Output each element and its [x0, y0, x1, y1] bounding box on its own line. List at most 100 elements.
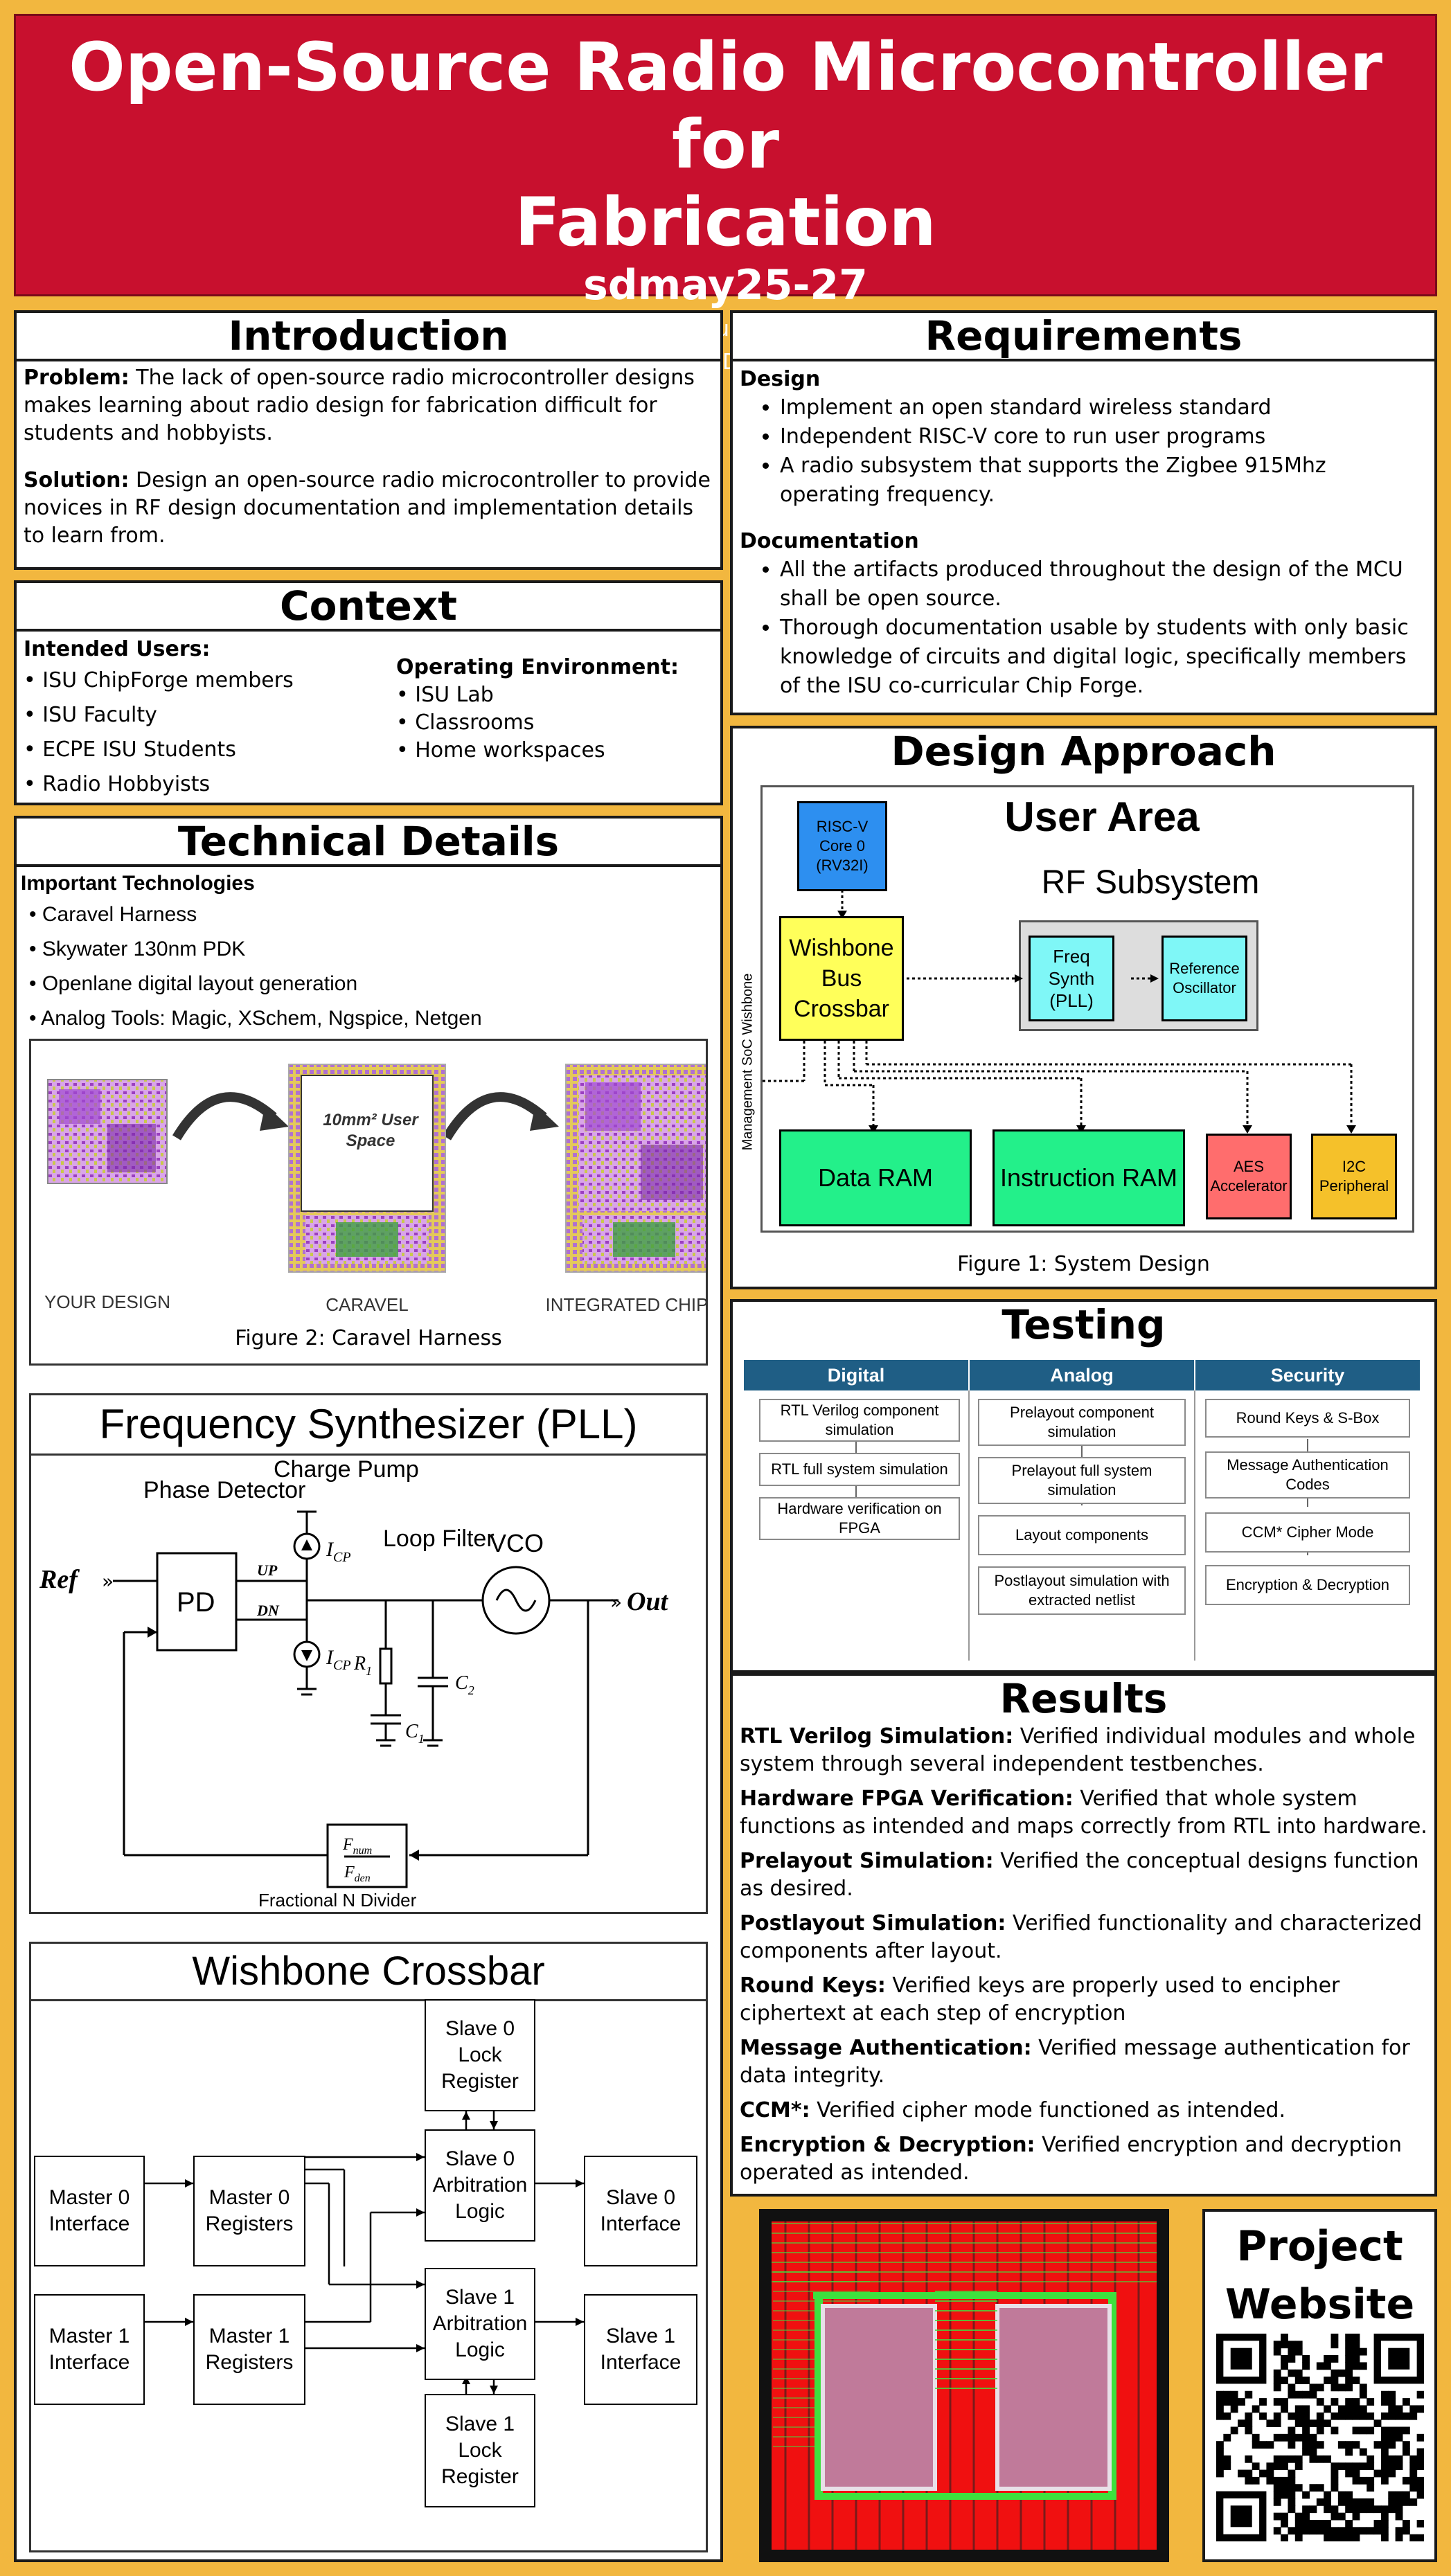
list-item: • Openlane digital layout generation	[29, 972, 358, 995]
svg-text:C1: C1	[405, 1721, 425, 1746]
pll-ref-label: Ref	[39, 1565, 80, 1594]
mgmt-soc-label: Management SoC Wishbone	[740, 973, 756, 1151]
instruction-ram-block: Instruction RAM	[992, 1129, 1185, 1226]
data-ram-block: Data RAM	[779, 1129, 972, 1226]
tech-list: • Caravel Harness • Skywater 130nm PDK •…	[21, 897, 482, 1036]
wishbone-title: Wishbone Crossbar	[31, 1944, 706, 2001]
list-item: • Classrooms	[396, 710, 535, 735]
slave1-arbitration: Slave 1 Arbitration Logic	[425, 2268, 535, 2380]
test-digital-1: RTL Verilog component simulation	[759, 1399, 960, 1442]
testing-panel: Testing Digital Analog Security RTL Veri…	[730, 1299, 1437, 1673]
requirements-panel: Requirements Design Implement an open st…	[730, 310, 1437, 715]
list-item: • ISU Faculty	[24, 703, 157, 727]
context-panel: Context Intended Users: • ISU ChipForge …	[14, 580, 723, 805]
list-item: Implement an open standard wireless stan…	[780, 393, 1427, 422]
list-item: • ECPE ISU Students	[24, 737, 236, 762]
icp-bottom-label: ICP	[326, 1646, 351, 1673]
label-your-design: YOUR DESIGN	[44, 1291, 171, 1312]
integrated-chip	[565, 1064, 706, 1273]
svg-text:»: »	[102, 1570, 114, 1593]
test-analog-2: Prelayout full system simulation	[978, 1457, 1186, 1504]
list-item: A radio subsystem that supports the Zigb…	[780, 451, 1427, 510]
list-item: • Caravel Harness	[29, 903, 197, 926]
master1-registers: Master 1 Registers	[193, 2294, 305, 2405]
svg-text:»: »	[610, 1591, 622, 1613]
wishbone-bus-block: Wishbone Bus Crossbar	[779, 916, 904, 1041]
figure1-caption: Figure 1: System Design	[957, 1252, 1210, 1276]
poster-title-line1: Open-Source Radio Microcontroller for	[69, 28, 1382, 184]
svg-text:DN: DN	[256, 1602, 280, 1619]
svg-text:Fden: Fden	[344, 1863, 371, 1884]
solution-statement: Solution: Design an open-source radio mi…	[24, 468, 711, 548]
user-space-label: 10mm² User Space	[323, 1111, 418, 1150]
project-website-panel: Project Website	[1202, 2209, 1437, 2562]
results-panel: Results RTL Verilog Simulation: Verified…	[730, 1673, 1437, 2197]
pll-figure: Frequency Synthesizer (PLL)	[29, 1393, 708, 1914]
list-item: • ISU Lab	[396, 683, 494, 707]
results-title: Results	[999, 1675, 1168, 1722]
svg-text:Fnum: Fnum	[342, 1836, 372, 1857]
result-item: Prelayout Simulation: Verified the conce…	[740, 1849, 1419, 1901]
testing-header-analog: Analog	[970, 1360, 1194, 1390]
list-item: • Radio Hobbyists	[24, 772, 211, 796]
master1-interface: Master 1 Interface	[34, 2294, 145, 2405]
users-heading: Intended Users:	[24, 637, 211, 661]
reference-oscillator-block: Reference Oscillator	[1161, 936, 1247, 1021]
icp-top-label: ICP	[326, 1538, 351, 1565]
svg-text:R1: R1	[353, 1653, 372, 1678]
test-security-3: CCM* Cipher Mode	[1205, 1512, 1410, 1553]
problem-statement: Problem: The lack of open-source radio m…	[24, 366, 695, 445]
result-item: Round Keys: Verified keys are properly u…	[740, 1974, 1340, 2025]
caravel-chip	[288, 1064, 446, 1273]
users-list: • ISU ChipForge members • ISU Faculty • …	[24, 663, 370, 802]
design-approach-title: Design Approach	[891, 728, 1276, 775]
svg-text:UP: UP	[257, 1562, 278, 1579]
divider-label: Fractional N Divider	[258, 1890, 417, 1911]
caravel-illustration	[47, 1064, 706, 1273]
design-heading: Design	[740, 367, 821, 391]
pd-label: PD	[177, 1587, 215, 1618]
technical-title: Technical Details	[17, 819, 720, 867]
label-caravel: CARAVEL	[326, 1294, 409, 1315]
test-analog-4: Postlayout simulation with extracted net…	[978, 1566, 1186, 1615]
test-analog-3: Layout components	[978, 1515, 1186, 1555]
env-list: • ISU Lab • Classrooms • Home workspaces	[396, 681, 715, 764]
vco-label: VCO	[490, 1529, 544, 1557]
technical-panel: Technical Details Important Technologies…	[14, 816, 723, 2562]
result-item: Message Authentication: Verified message…	[740, 2036, 1410, 2088]
figure2-caption: Figure 2: Caravel Harness	[235, 1326, 502, 1350]
test-security-4: Encryption & Decryption	[1205, 1565, 1410, 1605]
introduction-title: Introduction	[17, 313, 720, 361]
result-item: CCM*: Verified cipher mode functioned as…	[740, 2098, 1285, 2122]
charge-pump-label: Charge Pump	[274, 1456, 419, 1483]
user-area-box: User Area RF Subsystem	[760, 785, 1414, 1233]
test-digital-3: Hardware verification on FPGA	[759, 1497, 960, 1540]
pll-title: Frequency Synthesizer (PLL)	[31, 1395, 706, 1456]
result-item: Hardware FPGA Verification: Verified tha…	[740, 1787, 1427, 1839]
qr-code-icon[interactable]	[1216, 2334, 1424, 2541]
user-area-label: User Area	[1004, 794, 1200, 840]
your-design-chip	[47, 1079, 168, 1184]
documentation-list: All the artifacts produced throughout th…	[740, 555, 1427, 701]
design-approach-panel: Design Approach User Area RF Subsystem	[730, 726, 1437, 1289]
tech-heading: Important Technologies	[21, 872, 255, 895]
test-security-1: Round Keys & S-Box	[1205, 1399, 1410, 1438]
loop-filter-label: Loop Filter	[383, 1526, 495, 1552]
documentation-heading: Documentation	[740, 529, 919, 553]
list-item: Thorough documentation usable by student…	[780, 614, 1427, 701]
list-item: • Analog Tools: Magic, XSchem, Ngspice, …	[29, 1007, 482, 1030]
list-item: • ISU ChipForge members	[24, 668, 294, 692]
testing-header-security: Security	[1195, 1360, 1420, 1390]
introduction-panel: Introduction Problem: The lack of open-s…	[14, 310, 723, 570]
slave0-interface: Slave 0 Interface	[584, 2156, 697, 2266]
testing-title: Testing	[1002, 1301, 1166, 1348]
wishbone-figure: Wishbone Crossbar	[29, 1942, 708, 2552]
design-list: Implement an open standard wireless stan…	[740, 393, 1427, 510]
caravel-figure: 10mm² User Space YOUR DESIGN CARAVEL INT…	[29, 1039, 708, 1366]
website-line2: Website	[1225, 2280, 1415, 2329]
test-security-2: Message Authentication Codes	[1205, 1451, 1410, 1499]
aes-accelerator-block: AES Accelerator	[1206, 1134, 1292, 1219]
master0-registers: Master 0 Registers	[193, 2156, 305, 2266]
svg-text:C2: C2	[455, 1672, 474, 1697]
poster-title-line2: Fabrication	[515, 184, 936, 261]
